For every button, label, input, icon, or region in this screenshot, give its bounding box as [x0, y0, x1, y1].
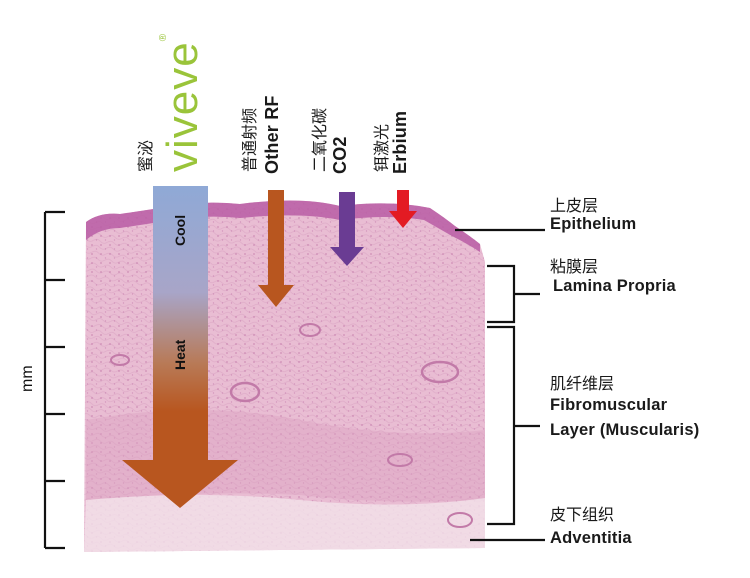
fibro-en-label-2: Layer (Muscularis) — [550, 421, 700, 439]
fibro-zh-label: 肌纤维层 — [550, 376, 615, 393]
other-rf-arrow — [258, 190, 294, 307]
erbium-zh-label: 铒激光 — [374, 123, 391, 172]
layer-pointers — [455, 228, 545, 542]
viveve-zh-label: 蜜泌 — [138, 139, 155, 172]
lamina-bracket — [487, 264, 540, 324]
vessel — [387, 453, 413, 467]
adventitia-zone — [84, 495, 485, 552]
fibromuscular-bracket — [487, 325, 540, 526]
fibro-en-label-1: Fibromuscular — [550, 396, 668, 414]
epithelium-zh-label: 上皮层 — [550, 198, 599, 215]
viveve-logo: viveve® — [158, 33, 208, 172]
epithelium-en-label: Epithelium — [550, 215, 637, 233]
vessel — [229, 381, 261, 403]
other-rf-en-label: Other RF — [262, 95, 282, 174]
depth-scale — [43, 210, 65, 550]
vessel — [299, 323, 321, 337]
tissue-section — [84, 200, 485, 552]
vessel — [110, 354, 130, 366]
lamina-zh-label: 粘膜层 — [550, 259, 599, 276]
co2-zh-label: 二氧化碳 — [312, 107, 329, 172]
other-rf-zh-label: 普通射频 — [242, 107, 259, 172]
cool-label: Cool — [172, 214, 188, 246]
viveve-arrow — [122, 186, 238, 508]
vessel — [447, 512, 473, 528]
adventitia-zh-label: 皮下组织 — [550, 507, 615, 524]
erbium-arrow — [389, 190, 417, 228]
adventitia-en-label: Adventitia — [550, 529, 632, 547]
depth-unit-label: mm — [19, 365, 36, 392]
lamina-en-label: Lamina Propria — [553, 277, 676, 295]
viveve-logo-text: viveve — [158, 41, 207, 172]
erbium-en-label: Erbium — [390, 110, 410, 174]
co2-en-label: CO2 — [330, 136, 350, 174]
heat-label: Heat — [172, 339, 188, 370]
co2-arrow — [330, 192, 364, 266]
trademark-symbol: ® — [158, 32, 169, 42]
vessel — [420, 360, 460, 384]
